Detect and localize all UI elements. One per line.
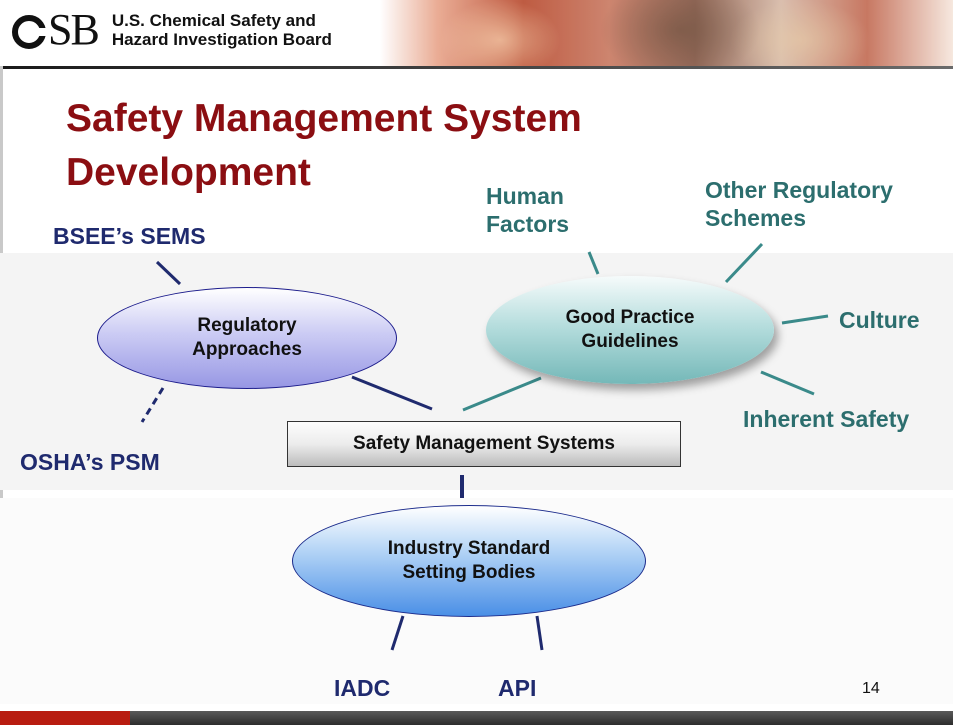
- slide-title: Safety Management System Development: [66, 97, 582, 194]
- line-inherent-safety: [760, 370, 815, 396]
- line-osha: [140, 387, 165, 423]
- label-api: API: [498, 675, 537, 701]
- good-practice-label: Good Practice Guidelines: [565, 307, 695, 352]
- regulatory-approaches-label: Regulatory Approaches: [192, 315, 302, 360]
- line-api: [535, 615, 544, 651]
- banner-divider: [0, 66, 953, 69]
- label-iadc: IADC: [334, 675, 391, 701]
- regulatory-approaches-node: Regulatory Approaches: [97, 287, 397, 389]
- sms-label: Safety Management Systems: [353, 433, 615, 454]
- label-other-regulatory-schemes: Other Regulatory Schemes: [705, 177, 893, 231]
- csb-logo: SB U.S. Chemical Safety and Hazard Inves…: [12, 4, 332, 56]
- industry-standard-node: Industry Standard Setting Bodies: [292, 505, 646, 617]
- page-number: 14: [862, 680, 880, 697]
- header-banner: SB U.S. Chemical Safety and Hazard Inves…: [0, 0, 953, 66]
- line-good-sms: [462, 376, 542, 412]
- label-culture: Culture: [839, 307, 920, 333]
- label-bsee-sems: BSEE’s SEMS: [53, 223, 206, 249]
- label-human-factors: Human Factors: [486, 183, 570, 237]
- logo-c-icon: [12, 15, 47, 49]
- line-iadc: [390, 615, 405, 651]
- industry-standard-label: Industry Standard Setting Bodies: [387, 538, 551, 583]
- good-practice-node: Good Practice Guidelines: [486, 276, 774, 384]
- logo-letters: SB: [48, 5, 100, 54]
- line-bsee: [155, 260, 182, 286]
- label-osha-psm: OSHA’s PSM: [20, 449, 160, 475]
- banner-photo: [380, 0, 953, 66]
- footer-accent: [0, 711, 130, 725]
- footer-bar: [0, 711, 953, 725]
- line-regulatory-sms: [351, 375, 433, 411]
- line-other-schemes: [724, 242, 764, 284]
- line-human-factors: [587, 251, 600, 275]
- org-name: U.S. Chemical Safety and Hazard Investig…: [111, 11, 332, 49]
- safety-management-systems-box: Safety Management Systems: [287, 421, 681, 467]
- label-inherent-safety: Inherent Safety: [743, 406, 910, 432]
- line-culture: [781, 314, 829, 325]
